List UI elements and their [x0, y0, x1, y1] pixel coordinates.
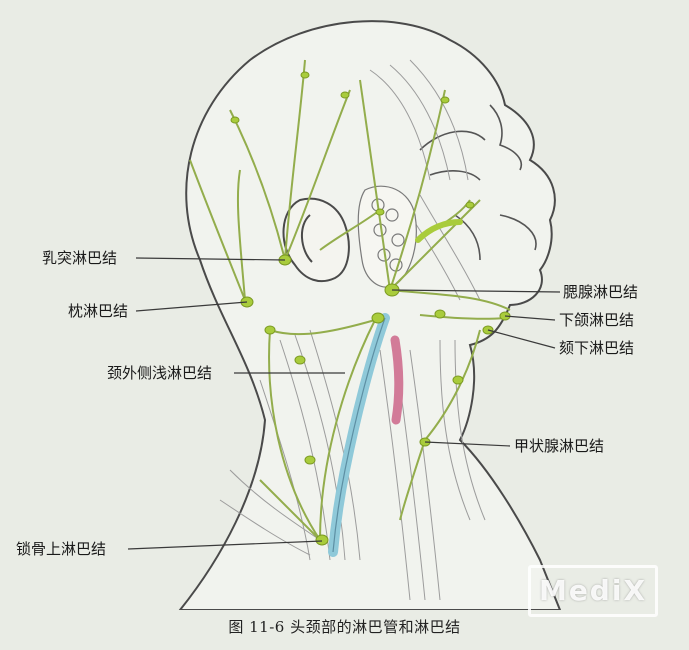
submandibular-duct: [415, 219, 463, 243]
label-submental-nodes: 颏下淋巴结: [559, 339, 635, 357]
label-submandibular-nodes: 下颌淋巴结: [559, 311, 635, 329]
head-neck-illustration: [127, 20, 562, 610]
label-thyroid-nodes: 甲状腺淋巴结: [514, 437, 605, 455]
watermark-logo: MediX: [528, 565, 658, 617]
label-parotid-nodes: 腮腺淋巴结: [563, 283, 639, 301]
lymph-duct-outline: [332, 317, 386, 553]
lymph-vessels: [189, 59, 511, 541]
figure-caption: 图 11-6 头颈部的淋巴管和淋巴结: [228, 618, 461, 636]
label-supraclavicular-nodes: 锁骨上淋巴结: [16, 540, 107, 558]
label-superficial-cervical-nodes: 颈外侧浅淋巴结: [107, 364, 213, 382]
face-detail: [419, 104, 537, 261]
pink-vessel: [390, 335, 404, 425]
head-outline: [178, 20, 562, 610]
ear: [282, 197, 350, 283]
leader-lines: [127, 257, 561, 550]
label-mastoid-nodes: 乳突淋巴结: [42, 249, 118, 267]
label-occipital-nodes: 枕淋巴结: [68, 302, 129, 320]
